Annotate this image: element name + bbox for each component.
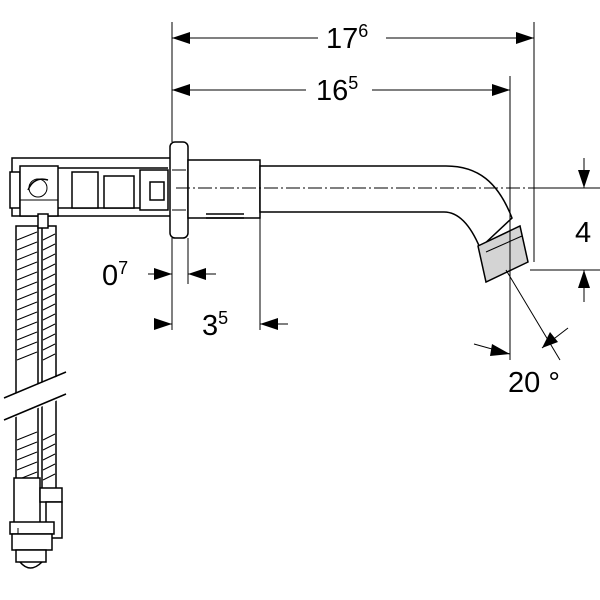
label-outlet-angle: 20 °: [508, 367, 560, 399]
dim-overall-length: [172, 32, 534, 44]
bottom-fittings: [9, 477, 63, 569]
label-flange-thickness: 07: [102, 258, 128, 292]
dim-outlet-angle: [473, 327, 569, 356]
extension-lines: [171, 22, 600, 361]
dim-flange-thickness: [148, 268, 216, 280]
wall-flange: [169, 141, 189, 239]
label-overall-length: 176: [326, 21, 368, 55]
spout: [187, 159, 529, 284]
dim-body-depth: [154, 318, 288, 330]
mounting-box: [9, 157, 173, 217]
dim-spout-length: [172, 84, 510, 96]
label-outlet-height: 4: [575, 217, 591, 249]
label-spout-length: 165: [316, 73, 358, 107]
supply-hoses: [3, 213, 68, 491]
label-body-depth: 35: [202, 308, 228, 342]
dim-outlet-height: [578, 158, 590, 302]
